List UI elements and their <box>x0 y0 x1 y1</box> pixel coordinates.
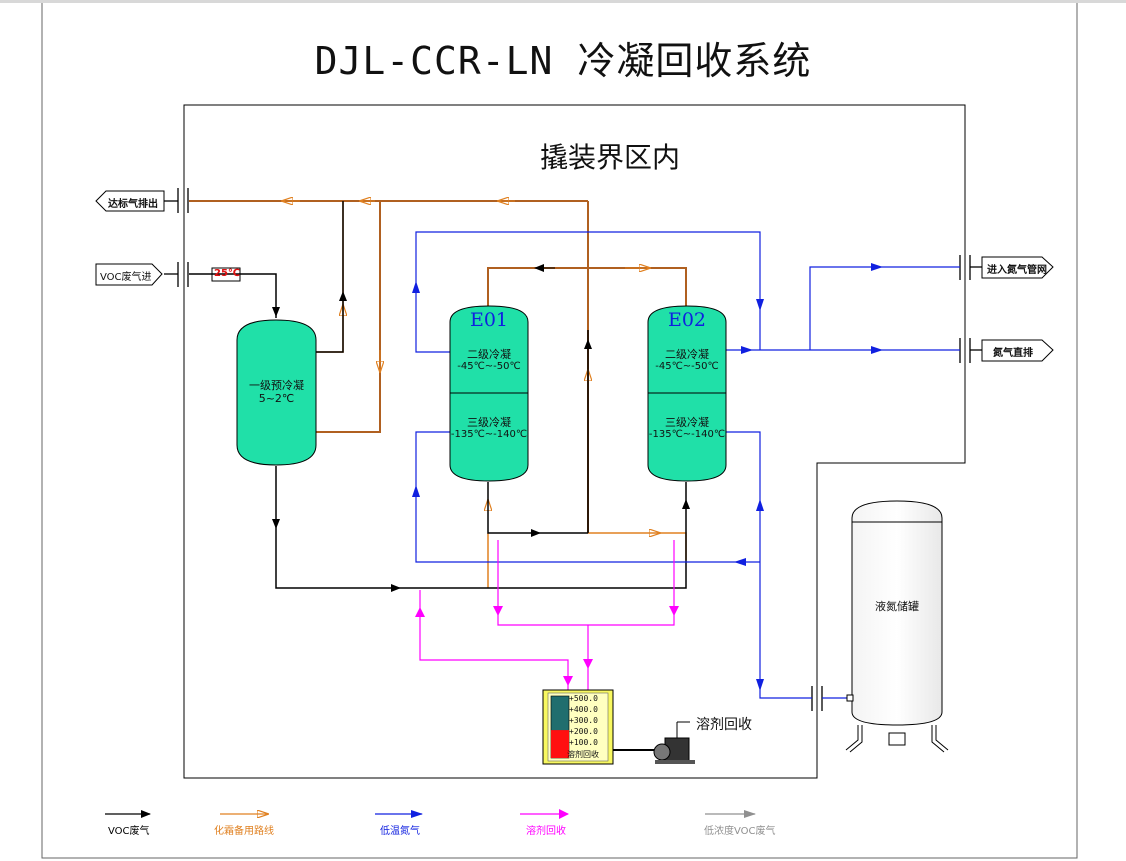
legend-label-low-voc: 低浓度VOC废气 <box>704 826 776 837</box>
e01-upper-label-1: 二级冷凝 <box>467 348 511 361</box>
solvent-collector <box>497 540 675 626</box>
solvent-return <box>419 590 569 690</box>
solvent-pump <box>613 721 695 764</box>
solvent-tank-label: 溶剂回收 <box>567 750 599 759</box>
ln2-tank <box>851 500 943 726</box>
nitrogen-vent-tag <box>981 339 1054 362</box>
legend-label-voc: VOC废气 <box>108 826 150 837</box>
precooler-label-2: 5~2℃ <box>258 392 295 405</box>
legend-label-nitrogen: 低温氮气 <box>380 826 420 837</box>
defrost-precooler-line <box>316 201 344 353</box>
solvent-scale-300: +300.0 <box>569 716 598 725</box>
skid-zone-label: 撬装界区内 <box>539 141 680 174</box>
voc-inlet-tag <box>95 263 163 286</box>
nitrogen-network-tag <box>981 256 1054 279</box>
solvent-tank-level <box>551 730 569 758</box>
nitrogen-to-network <box>809 266 960 350</box>
skid-boundary <box>183 104 966 779</box>
legend-label-defrost: 化霜备用路线 <box>214 826 274 837</box>
nitrogen-network-label: 进入氮气管网 <box>987 265 1047 276</box>
e02-tag: E02 <box>667 309 707 331</box>
nitrogen-vent-label: 氮气直排 <box>993 348 1033 359</box>
inlet-temperature: 25℃ <box>214 268 241 279</box>
ln2-tank-label: 液氮储罐 <box>875 600 919 613</box>
page-frame <box>41 3 1078 859</box>
window-top-border <box>0 0 1126 3</box>
legend-label-solvent: 溶剂回收 <box>526 826 566 837</box>
defrost-left-branch <box>316 201 381 433</box>
voc-precooler-up <box>316 201 344 353</box>
defrost-bottom-right <box>588 532 687 560</box>
precooler-label-1: 一级预冷凝 <box>249 379 304 392</box>
e02-upper-label-1: 二级冷凝 <box>665 348 709 361</box>
precooler-vessel <box>236 319 317 466</box>
solvent-scale-500: +500.0 <box>569 694 598 703</box>
solvent-scale-100: +100.0 <box>569 738 598 747</box>
nitrogen-e02-lower <box>726 431 812 699</box>
e02-upper-label-2: -45℃~-50℃ <box>655 361 719 372</box>
ln2-tank-legs <box>845 694 949 753</box>
solvent-scale-400: +400.0 <box>569 705 598 714</box>
page-title: DJL-CCR-LN 冷凝回收系统 <box>314 39 812 83</box>
discharge-label: 达标气排出 <box>108 199 158 210</box>
e02-lower-label-2: -135℃~-140℃ <box>648 429 726 440</box>
e02-lower-label-1: 三级冷凝 <box>665 416 709 429</box>
e01-tag: E01 <box>469 309 509 331</box>
voc-e01-bottom <box>487 482 588 534</box>
nitrogen-top-loop <box>415 231 761 353</box>
flange-discharge <box>164 188 189 213</box>
voc-inlet-label: VOC废气进 <box>100 272 152 283</box>
e01-upper-label-2: -45℃~-50℃ <box>457 361 521 372</box>
solvent-recovery-label: 溶剂回收 <box>696 717 752 733</box>
e01-lower-label-1: 三级冷凝 <box>467 416 511 429</box>
e01-lower-label-2: -135℃~-140℃ <box>450 429 528 440</box>
flange-nitrogen-vent <box>959 338 982 363</box>
flange-voc-inlet <box>164 262 189 287</box>
solvent-scale-200: +200.0 <box>569 727 598 736</box>
defrost-between-vessels <box>487 267 687 311</box>
discharge-tag <box>95 190 165 212</box>
voc-precooler-down <box>275 466 687 589</box>
flange-nitrogen-network <box>959 255 982 280</box>
